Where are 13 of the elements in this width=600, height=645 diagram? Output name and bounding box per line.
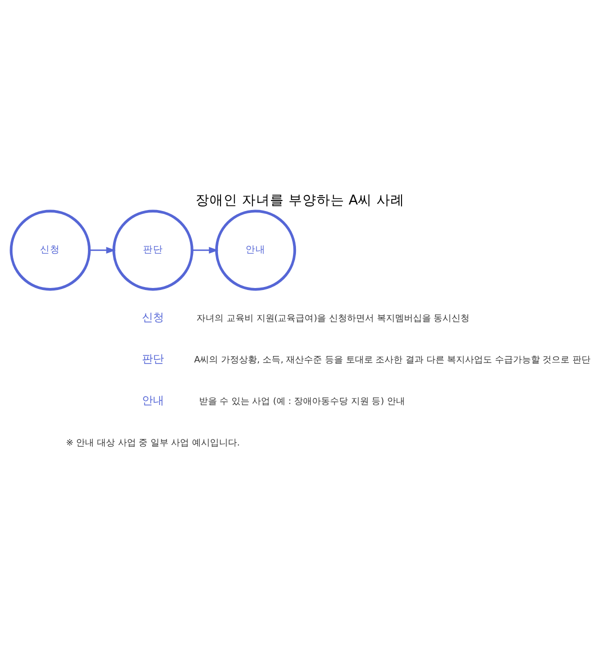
arrow (192, 246, 218, 254)
label: ※ 안내 대상 사업 중 일부 사업 예시입니다. (66, 438, 240, 448)
arrow (89, 246, 116, 254)
node-circle: 신청 (10, 209, 91, 290)
label: 자녀의 교육비 지원(교육급여)을 신청하면서 복지멤버십을 동시신청 (196, 313, 470, 324)
label: 안내 (142, 394, 164, 407)
node-circle: 판단 (112, 209, 194, 290)
diagram-title: 장애인 자녀를 부양하는 A씨 사례 (196, 192, 404, 208)
label: 신청 (142, 310, 164, 324)
label: A씨의 가정상황, 소득, 재산수준 등을 토대로 조사한 결과 다른 복지사업도 수급가능할 것으로 판단 (194, 354, 590, 365)
node-circle: 안내 (215, 209, 296, 290)
label: 판단 (142, 352, 164, 366)
label: 받을 수 있는 사업 (예 : 장애아동수당 지원 등) 안내 (198, 396, 405, 406)
